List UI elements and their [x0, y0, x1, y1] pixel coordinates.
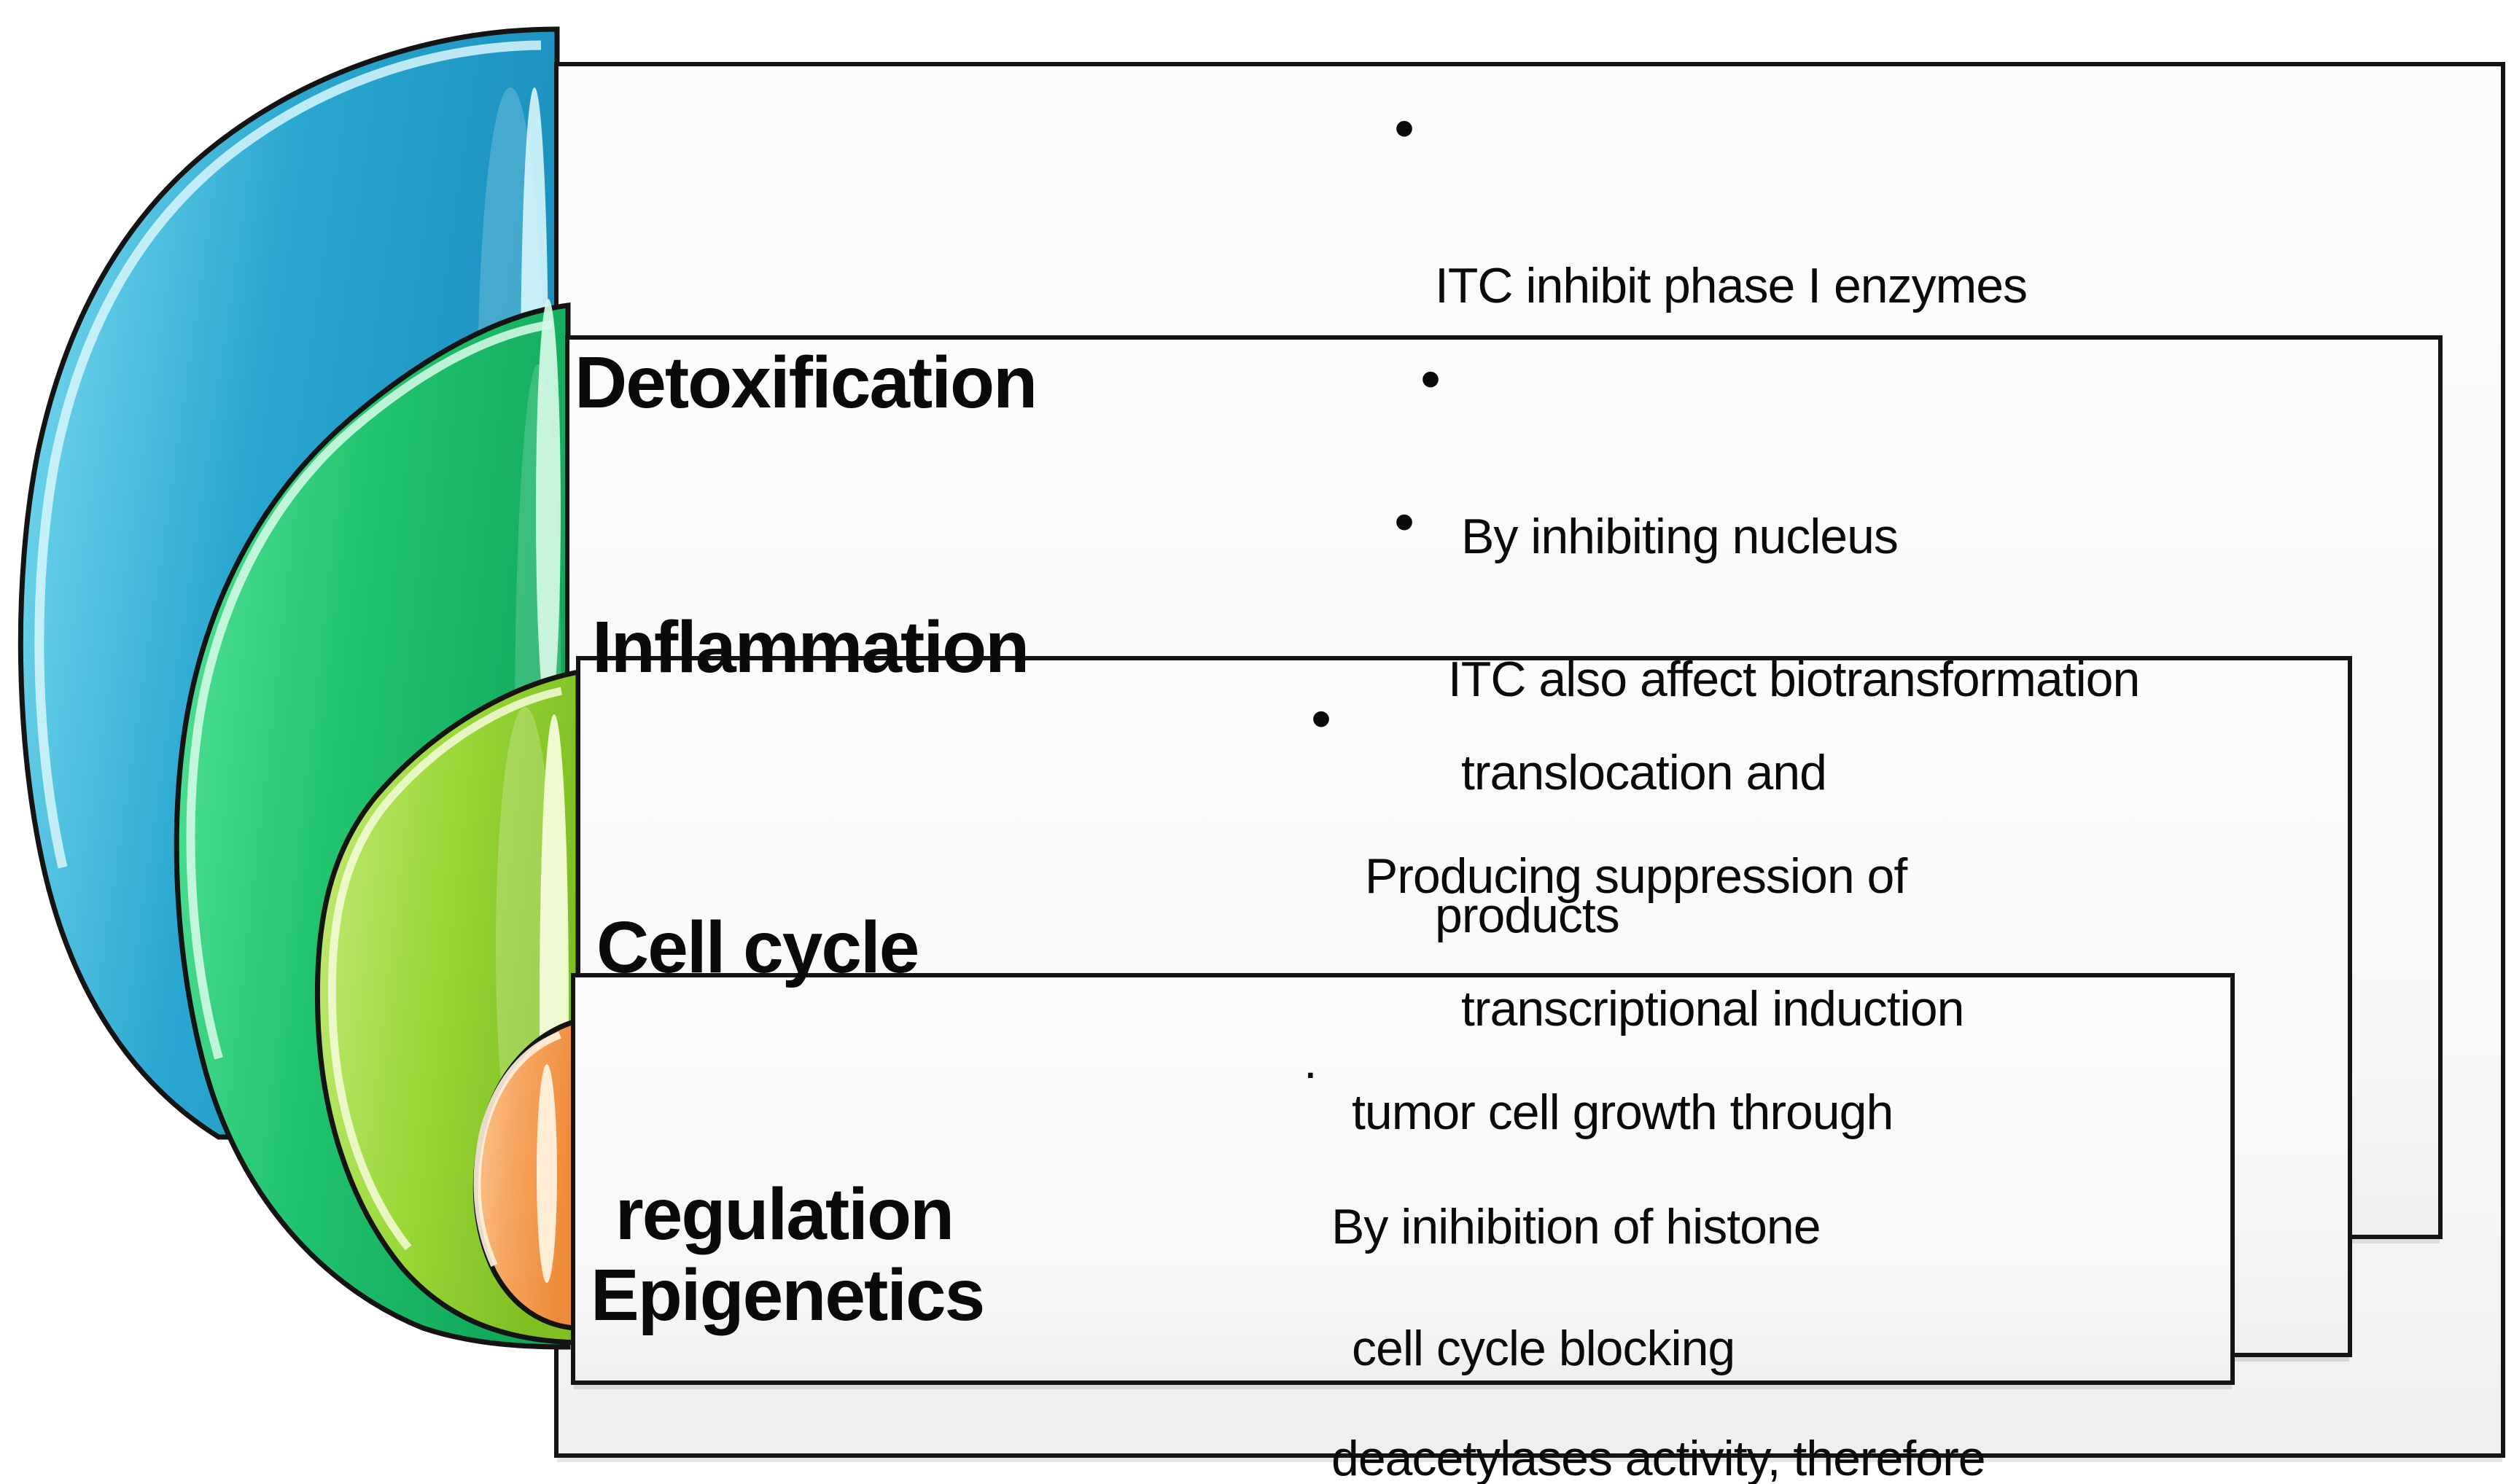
bullet-line: By inihibition of histone — [1331, 1199, 1821, 1254]
bullet-item: • ITC inhibit phase I enzymes — [1394, 89, 2139, 483]
title-line: Inflammation — [592, 606, 1030, 688]
epigenetics-title: Epigenetics modulation — [591, 1087, 985, 1484]
epigenetics-panel — [571, 973, 2235, 1385]
bullet-item: • ITC also affect biotransformation prod… — [1394, 483, 2140, 1112]
bullet-dot-icon: • — [1311, 686, 1332, 751]
bullet-line: transcriptional induction — [1461, 981, 1964, 1036]
cell-cycle-title: Cell cycle regulation — [596, 725, 954, 1437]
bullet-line: ITC inhibit phase I enzymes — [1435, 258, 2028, 313]
bullet-dot-icon: • — [1394, 95, 1415, 160]
bullet-line: ITC also affect biotransformation — [1435, 652, 2140, 707]
epigenetics-bullets: · By inihibition of histone deacetylases… — [1302, 1034, 1986, 1484]
bullet-line: deacetylases activity, therefore — [1331, 1431, 1986, 1484]
title-line: regulation — [596, 1173, 954, 1255]
cell-cycle-bullets: • Producing suppression of tumor cell gr… — [1311, 679, 1907, 1484]
detoxification-title: Detoxification — [575, 164, 1038, 601]
title-line: Epigenetics — [591, 1254, 985, 1336]
bullet-line: Producing suppression of — [1352, 848, 1907, 904]
inflammation-title: Inflammation — [592, 429, 1030, 866]
title-line: Detoxification — [575, 342, 1038, 423]
bullet-dot-icon: • — [1420, 346, 1441, 411]
inflammation-bullets: • By inhibiting nucleus translocation an… — [1420, 340, 1964, 1206]
bullet-dot-icon: • — [1394, 489, 1415, 554]
bullet-item: • Producing suppression of tumor cell gr… — [1311, 679, 1907, 1484]
bullet-line: products — [1435, 888, 1620, 943]
title-line: Cell cycle — [596, 907, 919, 988]
bullet-item: · By inihibition of histone deacetylases… — [1302, 1034, 1986, 1484]
bullet-line: translocation and — [1461, 745, 1827, 800]
detoxification-bullets: • ITC inhibit phase I enzymes • ITC also… — [1394, 89, 2140, 1112]
bullet-line: cell cycle blocking — [1352, 1321, 1735, 1376]
bullet-item: • By inhibiting nucleus translocation an… — [1420, 340, 1964, 1206]
bullet-line: tumor cell growth through — [1352, 1085, 1894, 1140]
bullet-line: By inhibiting nucleus — [1461, 509, 1899, 564]
bullet-dot-icon: · — [1302, 1044, 1319, 1100]
